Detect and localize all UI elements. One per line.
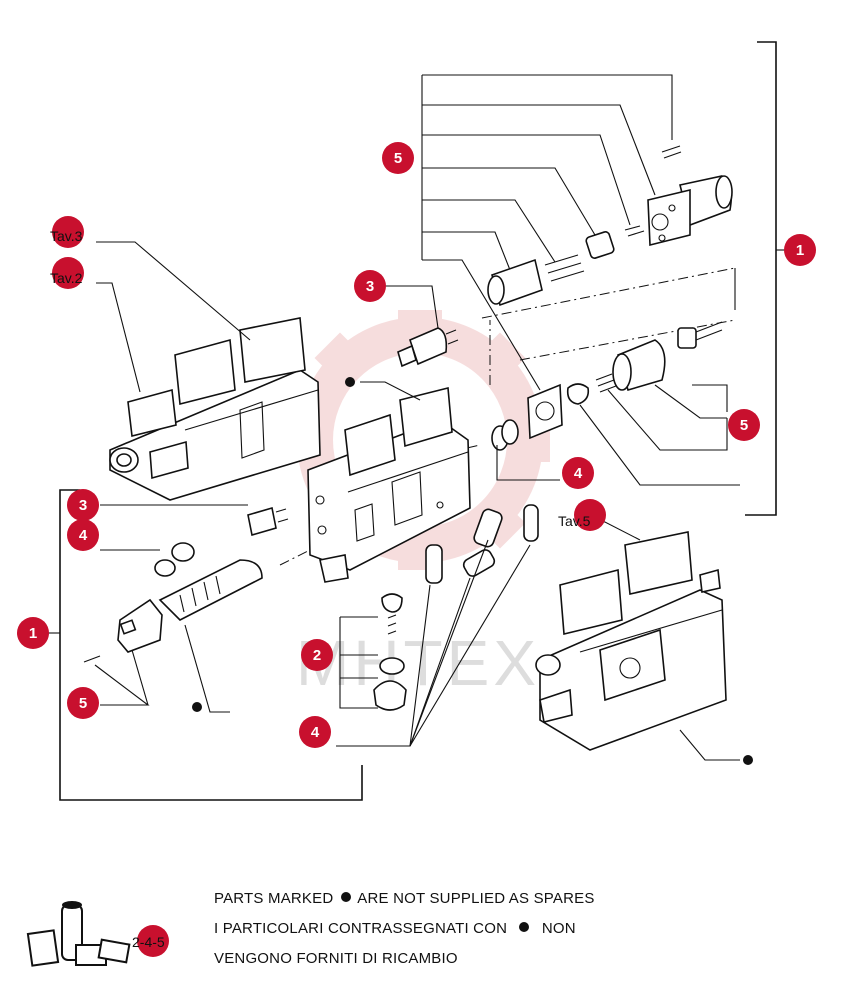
- svg-text:4: 4: [574, 465, 583, 482]
- top-cylinder-assembly: [487, 145, 733, 307]
- svg-text:1: 1: [29, 625, 37, 642]
- note-line-1-start: PARTS MARKED: [214, 890, 334, 907]
- bullet-marker: [743, 755, 753, 765]
- note-line-1: PARTS MARKED ARE NOT SUPPLIED AS SPARES: [214, 890, 595, 907]
- watermark-text: MHTEX: [296, 627, 540, 699]
- ref-tav2: Tav.2: [50, 270, 83, 286]
- left-valve-block: [109, 317, 321, 501]
- seal-set: [373, 504, 539, 711]
- right-valve-block: [535, 531, 727, 751]
- bullet-marker: [192, 702, 202, 712]
- callout-badge: [52, 216, 84, 248]
- left-spool-assembly: [83, 506, 289, 663]
- svg-text:4: 4: [79, 527, 88, 544]
- callout-badge: 4: [67, 519, 99, 551]
- callout-badge: 4: [299, 716, 331, 748]
- svg-text:1: 1: [796, 242, 804, 259]
- callout-badge: 1: [784, 234, 816, 266]
- bracket-right: [745, 41, 777, 516]
- svg-text:3: 3: [366, 278, 374, 295]
- note-line-3-text: VENGONO FORNITI DI RICAMBIO: [214, 950, 458, 967]
- ref-tav5: Tav.5: [558, 513, 591, 529]
- callout-badge: [137, 925, 169, 957]
- fiat-oil-cans-icon: [26, 901, 131, 967]
- central-valve-body: [307, 386, 471, 583]
- svg-text:3: 3: [79, 497, 87, 514]
- callout-badge: 1: [17, 617, 49, 649]
- callout-badge: 5: [728, 409, 760, 441]
- note-line-2: I PARTICOLARI CONTRASSEGNATI CON NON: [214, 920, 576, 937]
- sensor-part: [397, 327, 459, 368]
- right-mid-assembly: [491, 321, 723, 451]
- svg-text:2: 2: [313, 647, 321, 664]
- leader-lines-left: [48, 504, 248, 713]
- callout-badge: 2: [301, 639, 333, 671]
- callout-badge: 5: [382, 142, 414, 174]
- bullet-marker: [345, 377, 355, 387]
- leader-lines-top: [421, 74, 673, 391]
- ref-2-4-5: 2-4-5: [132, 934, 165, 950]
- note-line-3: VENGONO FORNITI DI RICAMBIO: [214, 950, 458, 967]
- callout-badge: 3: [354, 270, 386, 302]
- svg-text:5: 5: [740, 417, 748, 434]
- callout-badge: [52, 257, 84, 289]
- bullet-icon: [519, 922, 530, 932]
- note-line-1-end: ARE NOT SUPPLIED AS SPARES: [357, 890, 595, 907]
- bracket-left: [59, 489, 363, 801]
- callout-badge: [574, 499, 606, 531]
- svg-text:5: 5: [394, 150, 402, 167]
- leader-lines-right: [496, 384, 740, 486]
- callout-badge: 5: [67, 687, 99, 719]
- note-line-2-end: NON: [541, 920, 576, 937]
- bullet-icon: [340, 892, 351, 902]
- callout-badges: 1 5 3 5 4 3 4 1: [17, 142, 816, 957]
- callout-badge: 3: [67, 489, 99, 521]
- leader-lines-bottom: [336, 539, 531, 747]
- note-line-2-start: I PARTICOLARI CONTRASSEGNATI CON: [214, 920, 508, 937]
- svg-text:5: 5: [79, 695, 87, 712]
- ref-tav3: Tav.3: [50, 228, 83, 244]
- callout-badge: 4: [562, 457, 594, 489]
- svg-text:4: 4: [311, 724, 320, 741]
